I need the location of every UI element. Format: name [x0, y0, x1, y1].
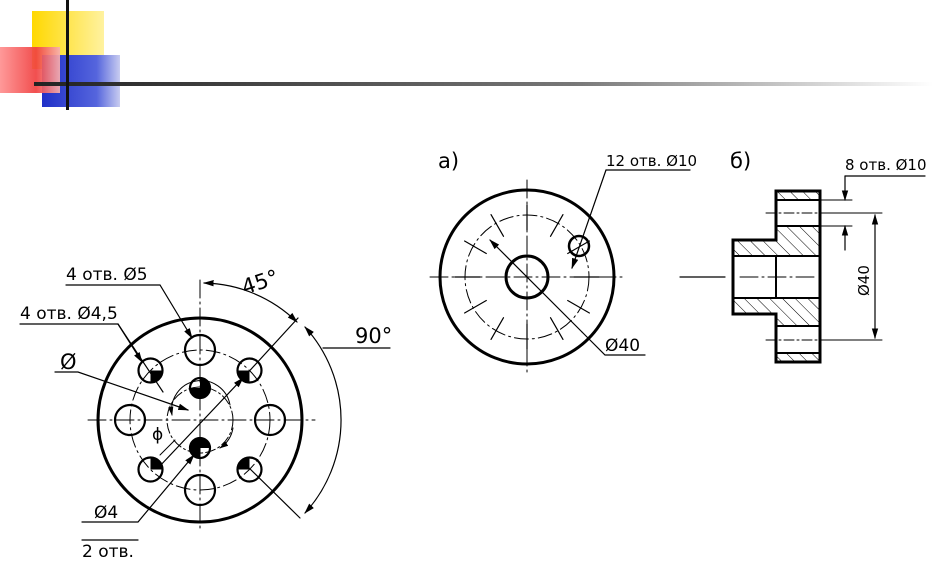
header-vertical-rule: [66, 0, 69, 110]
label-angle-90: 90°: [355, 324, 392, 348]
label-d4: Ø4: [94, 503, 118, 523]
slide-header-decoration: [0, 0, 933, 110]
b-d40-label: Ø40: [855, 265, 873, 296]
hole-bottom: [183, 473, 217, 507]
left-view: 4 отв. Ø5 4 отв. Ø4,5 Ø ϕ 45° 90° Ø4 2 о…: [19, 265, 392, 562]
hole-top: [183, 333, 217, 367]
hole-left: [113, 403, 147, 437]
label-angle-45: 45°: [239, 265, 282, 299]
label-diameter: Ø: [60, 350, 77, 374]
label-holes-d5: 4 отв. Ø5: [66, 265, 148, 285]
label-two-holes: 2 отв.: [82, 542, 134, 562]
view-a-label: а): [438, 149, 459, 173]
view-a: а) 12 отв. Ø10 Ø40: [429, 149, 697, 373]
b-outline: [731, 189, 822, 364]
a-small-hole: [567, 234, 591, 258]
label-phi: ϕ: [152, 425, 163, 445]
a-d40-label: Ø40: [605, 336, 640, 356]
b-holes-label: 8 отв. Ø10: [845, 156, 927, 174]
a-holes-label: 12 отв. Ø10: [606, 152, 697, 170]
view-b-label: б): [730, 149, 751, 173]
hole-right: [253, 403, 287, 437]
header-rule: [34, 82, 933, 86]
label-holes-d45: 4 отв. Ø4,5: [20, 304, 118, 324]
view-b: б) 8 отв. Ø10 Ø40: [679, 149, 927, 364]
